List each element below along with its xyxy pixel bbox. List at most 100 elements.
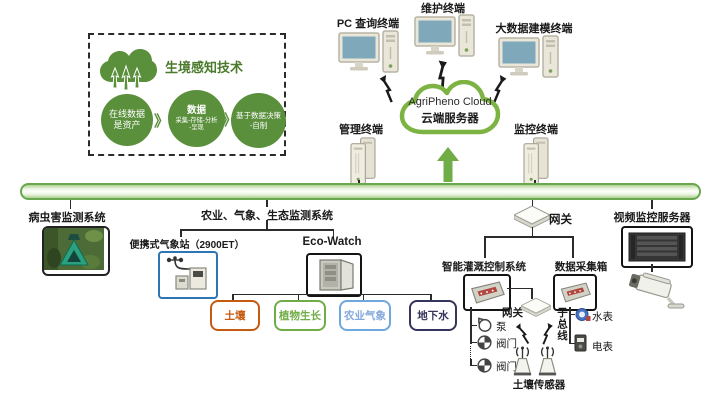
soil-sensor-icon <box>511 342 534 377</box>
cctv-camera-icon <box>629 272 685 309</box>
connector-line <box>297 293 299 301</box>
soil-sensor-icon <box>536 342 559 377</box>
connector-line <box>651 264 653 272</box>
gateway2-label: 网关 <box>502 307 523 319</box>
cloud-trees-icon <box>100 49 157 91</box>
connector-line <box>651 196 653 209</box>
step-3-line2: -自制 <box>249 120 268 130</box>
connector-line <box>232 293 234 301</box>
sensor-plant-label: 植物生长 <box>279 310 321 322</box>
maintenance-terminal-label: 维护终端 <box>421 3 465 15</box>
habitat-step-2: 数据 采集-存储-分析 -呈现 <box>168 90 225 147</box>
sensor-box-soil: 土壤 <box>210 300 260 331</box>
step-1-line2: 是资产 <box>113 120 141 130</box>
connector-line <box>570 313 575 315</box>
connector-line <box>470 359 472 366</box>
bigdata-terminal-label: 大数据建模终端 <box>495 23 573 35</box>
video-server-box <box>621 226 693 268</box>
connector-line <box>430 293 432 301</box>
agri-group-label: 农业、气象、生态监测系统 <box>201 210 333 222</box>
management-terminal-label: 管理终端 <box>339 124 383 136</box>
tower-server-icon <box>347 137 378 185</box>
valve-label: 阀门 <box>496 338 517 350</box>
connector-line <box>180 229 182 237</box>
weather-station-box <box>158 251 218 299</box>
cloud-shape <box>399 80 501 135</box>
electric-meter-icon <box>574 334 587 352</box>
connector-line <box>531 287 533 299</box>
valve-icon <box>477 358 492 373</box>
pump-label: 泵 <box>496 321 507 333</box>
connector-line <box>534 180 536 185</box>
cloud-subtitle: 云端服务器 <box>421 113 479 125</box>
cloud-name: AgriPheno Cloud <box>408 96 492 108</box>
habitat-panel <box>88 33 286 156</box>
sensor-agriweather-label: 农业气象 <box>344 310 386 322</box>
tower-server-icon <box>520 137 551 185</box>
connector-line <box>470 307 472 344</box>
connector-line <box>531 196 533 206</box>
desktop-icon <box>414 12 476 60</box>
connector-line <box>507 287 531 289</box>
habitat-step-1: 在线数据 是资产 <box>101 94 153 146</box>
connector-line <box>332 229 334 237</box>
controller-icon <box>558 281 592 304</box>
step-1-line1: 在线数据 <box>108 108 145 119</box>
connector-line <box>570 342 575 344</box>
up-arrow-icon <box>437 147 459 182</box>
gateway-icon <box>521 298 551 320</box>
controller-icon <box>468 280 506 305</box>
connector-line <box>180 229 334 231</box>
pest-trap-photo <box>42 226 110 276</box>
sensor-groundwater-label: 地下水 <box>417 310 449 322</box>
step-2-line1: 数据 <box>186 104 206 116</box>
soil-sensors-label: 土壤传感器 <box>512 379 566 391</box>
step-2-line3: -呈现 <box>189 124 204 132</box>
connector-line <box>362 293 364 301</box>
connector-line <box>471 341 477 343</box>
ecowatch-box <box>306 253 362 297</box>
sensor-box-plant: 植物生长 <box>274 300 326 331</box>
water-meter-label: 水表 <box>592 311 613 323</box>
step-3-line1: 基于数据决策 <box>236 111 281 121</box>
connector-line <box>471 324 477 326</box>
valve-label: 阀门 <box>496 361 517 373</box>
data-box-label: 数据采集箱 <box>554 261 608 273</box>
weather-station-label: 便携式气象站（2900ET） <box>129 240 245 251</box>
pc-query-terminal-label: PC 查询终端 <box>336 18 400 30</box>
connector-line <box>266 196 268 207</box>
desktop-icon <box>498 33 560 81</box>
connector-line <box>531 227 533 236</box>
cabinet-icon <box>319 259 354 291</box>
connector-line <box>266 220 268 229</box>
video-server-label: 视频监控服务器 <box>613 212 691 224</box>
ecowatch-label: Eco-Watch <box>302 236 362 248</box>
electric-meter-label: 电表 <box>592 341 613 353</box>
gateway-label: 网关 <box>549 214 572 226</box>
sensor-soil-label: 土壤 <box>224 310 246 322</box>
connector-line-dotted <box>470 346 471 359</box>
connector-line <box>358 180 360 185</box>
sensor-box-agriweather: 农业气象 <box>339 300 391 331</box>
chevron-icon: 》 <box>154 113 170 130</box>
pump-icon <box>476 317 493 332</box>
sub-bus-label: 子总线 <box>556 307 568 342</box>
server-rack-icon <box>628 232 686 262</box>
weather-station-icon <box>166 256 207 290</box>
data-collection-box <box>553 274 597 311</box>
connector-line <box>471 364 477 366</box>
irrigation-system-label: 智能灌溉控制系统 <box>442 261 526 273</box>
irrigation-box <box>463 274 511 311</box>
water-meter-icon <box>575 308 591 321</box>
sensor-box-groundwater: 地下水 <box>409 300 457 331</box>
step-2-line2: 采集-存储-分析 <box>175 116 218 124</box>
valve-icon <box>477 335 492 350</box>
bus-line <box>20 183 701 200</box>
monitoring-terminal-label: 监控终端 <box>514 124 558 136</box>
desktop-icon <box>338 28 400 76</box>
habitat-step-3: 基于数据决策 -自制 <box>231 93 286 148</box>
connector-line <box>569 307 571 344</box>
connector-line <box>484 236 573 238</box>
connector-line <box>69 196 71 209</box>
